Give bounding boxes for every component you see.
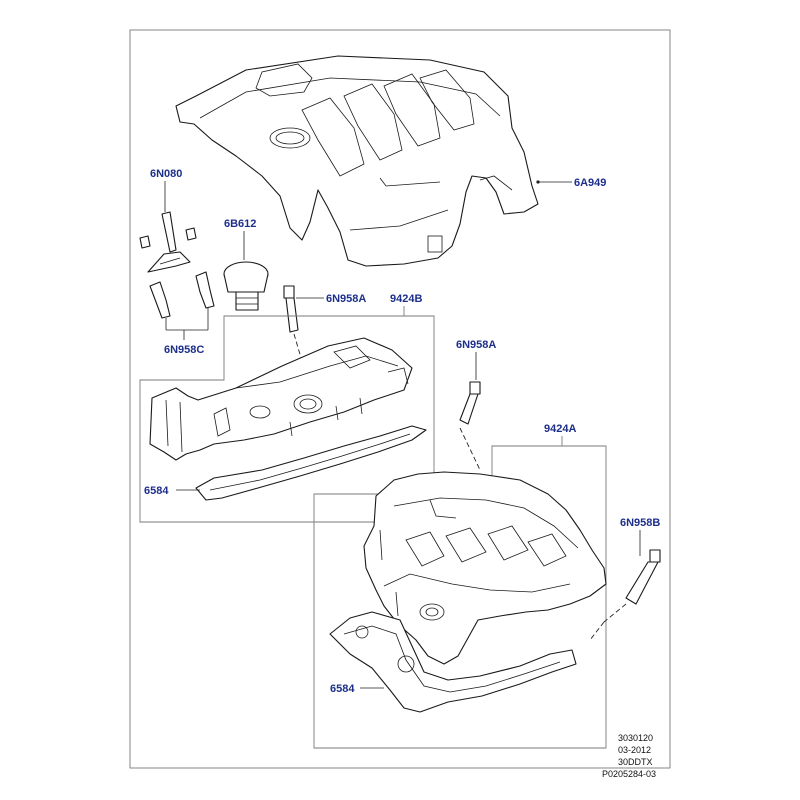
engine-cover	[175, 55, 539, 267]
coil-middle	[459, 381, 481, 425]
label-cover-right: 9424A	[544, 423, 576, 435]
label-oil-filler-cap: 6B612	[224, 218, 256, 230]
coil-left	[283, 285, 299, 333]
cam-cover-left	[149, 337, 413, 461]
label-cover-left: 9424B	[390, 293, 422, 305]
cam-cover-right	[363, 471, 607, 665]
ref-line-1: 3030120	[618, 733, 653, 743]
label-gasket-right: 6584	[330, 683, 355, 695]
ref-line-4: P0205284-03	[602, 769, 656, 779]
label-engine-cover: 6A949	[574, 177, 606, 189]
ref-line-3: 30DDTX	[618, 757, 653, 767]
coil-right	[625, 549, 661, 605]
label-coil-pair: 6N958C	[164, 344, 204, 356]
coil-pair	[149, 271, 215, 319]
gasket-right	[329, 611, 577, 713]
label-coil-mid: 6N958A	[456, 339, 496, 351]
label-coil-right: 6N958B	[620, 517, 660, 529]
label-breather: 6N080	[150, 168, 182, 180]
breather-assembly	[139, 211, 197, 273]
label-gasket-left: 6584	[144, 485, 169, 497]
gasket-left	[195, 425, 427, 501]
label-coil-left: 6N958A	[326, 293, 366, 305]
oil-filler-cap	[223, 261, 269, 311]
diagram-frame	[129, 29, 671, 769]
ref-line-2: 03-2012	[618, 745, 651, 755]
